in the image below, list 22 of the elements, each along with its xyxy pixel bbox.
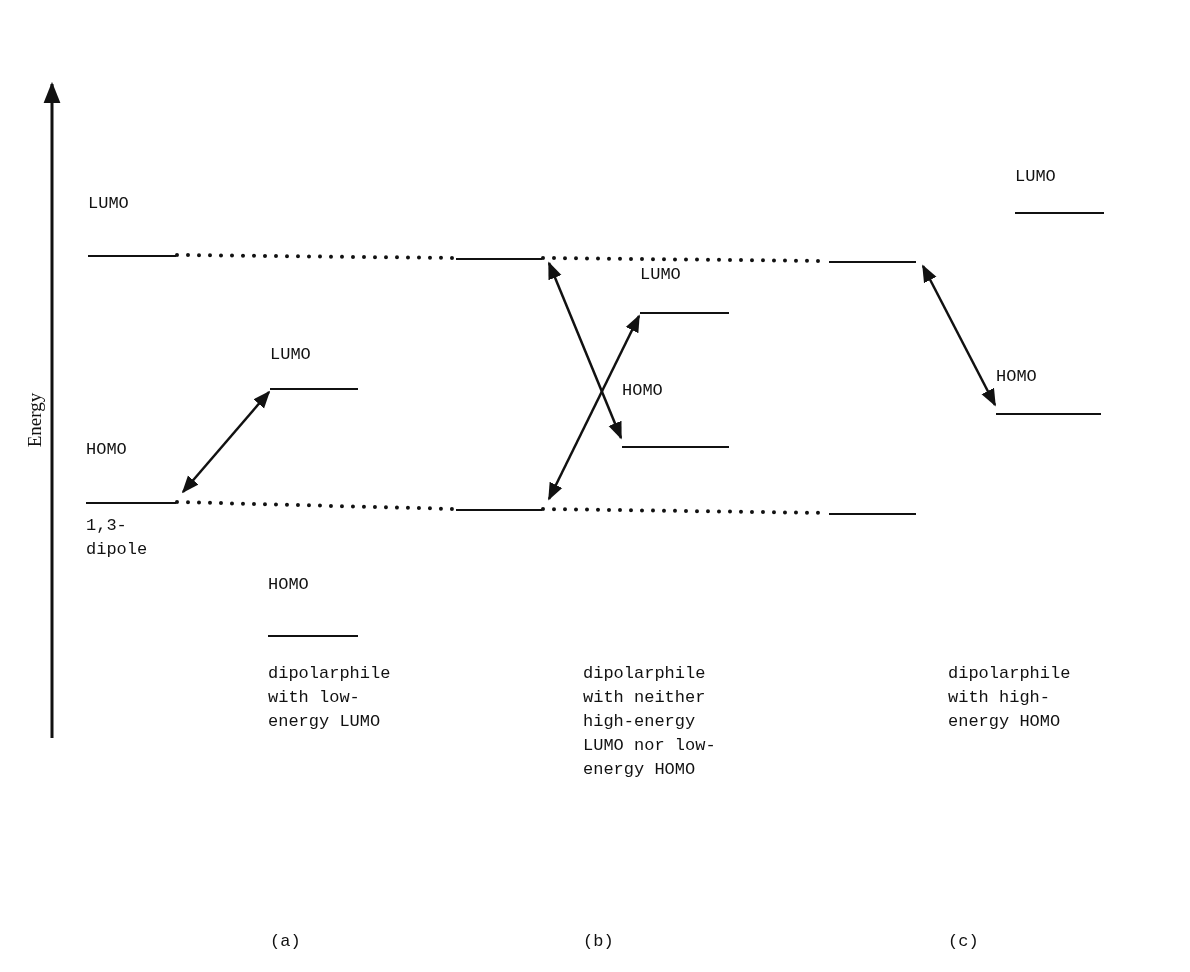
energy-level: LUMO: [640, 265, 729, 314]
panel-label: (a): [270, 931, 301, 953]
double-arrow: [547, 314, 641, 501]
description-text: dipolarphile with low-energy LUMO: [268, 663, 392, 733]
panel-label: (c): [948, 931, 979, 953]
caption-text: 1,3- dipole: [86, 515, 149, 561]
energy-level: LUMO: [88, 194, 176, 257]
panel-label: (b): [583, 931, 614, 953]
double-arrow: [181, 390, 271, 494]
dotted-line: [175, 500, 457, 511]
energy-level: HOMO: [86, 440, 176, 504]
energy-level: LUMO: [1015, 167, 1104, 214]
description-text: dipolarphile with neither high-energy LUMO nor low-energy HOMO: [583, 663, 717, 781]
description-text: dipolarphile with high-energy HOMO: [948, 663, 1072, 733]
dotted-line: [175, 253, 457, 260]
energy-level: HOMO: [996, 367, 1101, 415]
energy-level: HOMO: [268, 575, 358, 637]
double-arrow: [921, 264, 997, 407]
energy-level: HOMO: [622, 381, 729, 448]
axis-label: Energy: [23, 392, 47, 448]
double-arrow: [547, 261, 623, 440]
energy-level: LUMO: [270, 345, 358, 390]
